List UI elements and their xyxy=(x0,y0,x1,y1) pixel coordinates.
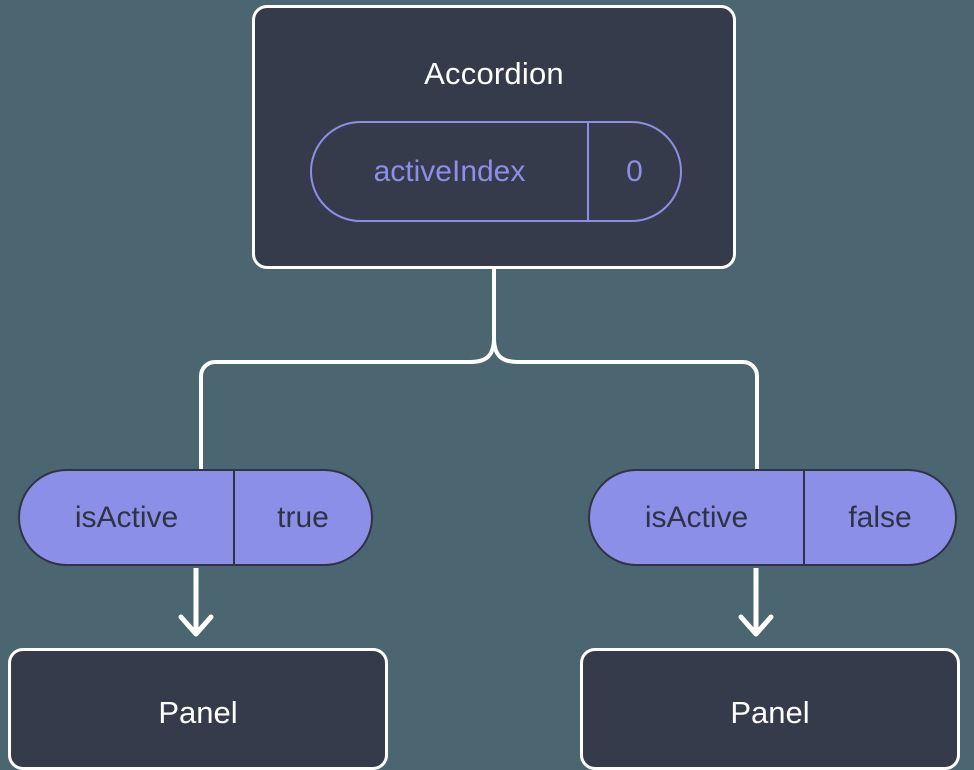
panel-left-prop-key: isActive xyxy=(20,471,235,564)
panel-right-prop-badge[interactable]: isActive false xyxy=(588,469,957,566)
accordion-component-card[interactable]: Accordion activeIndex 0 xyxy=(252,5,736,269)
panel-right-component-card[interactable]: Panel xyxy=(580,648,960,770)
panel-right-title: Panel xyxy=(730,695,810,730)
accordion-prop-key: activeIndex xyxy=(312,123,589,220)
panel-right-prop-value: false xyxy=(848,500,912,534)
panel-left-component-card[interactable]: Panel xyxy=(8,648,388,770)
accordion-prop-badge[interactable]: activeIndex 0 xyxy=(310,121,682,222)
accordion-title: Accordion xyxy=(424,56,564,91)
panel-left-prop-value: true xyxy=(277,500,329,534)
accordion-prop-value: 0 xyxy=(626,154,643,188)
panel-left-prop-badge[interactable]: isActive true xyxy=(18,469,373,566)
panel-right-prop-key: isActive xyxy=(590,471,805,564)
panel-left-title: Panel xyxy=(158,695,238,730)
